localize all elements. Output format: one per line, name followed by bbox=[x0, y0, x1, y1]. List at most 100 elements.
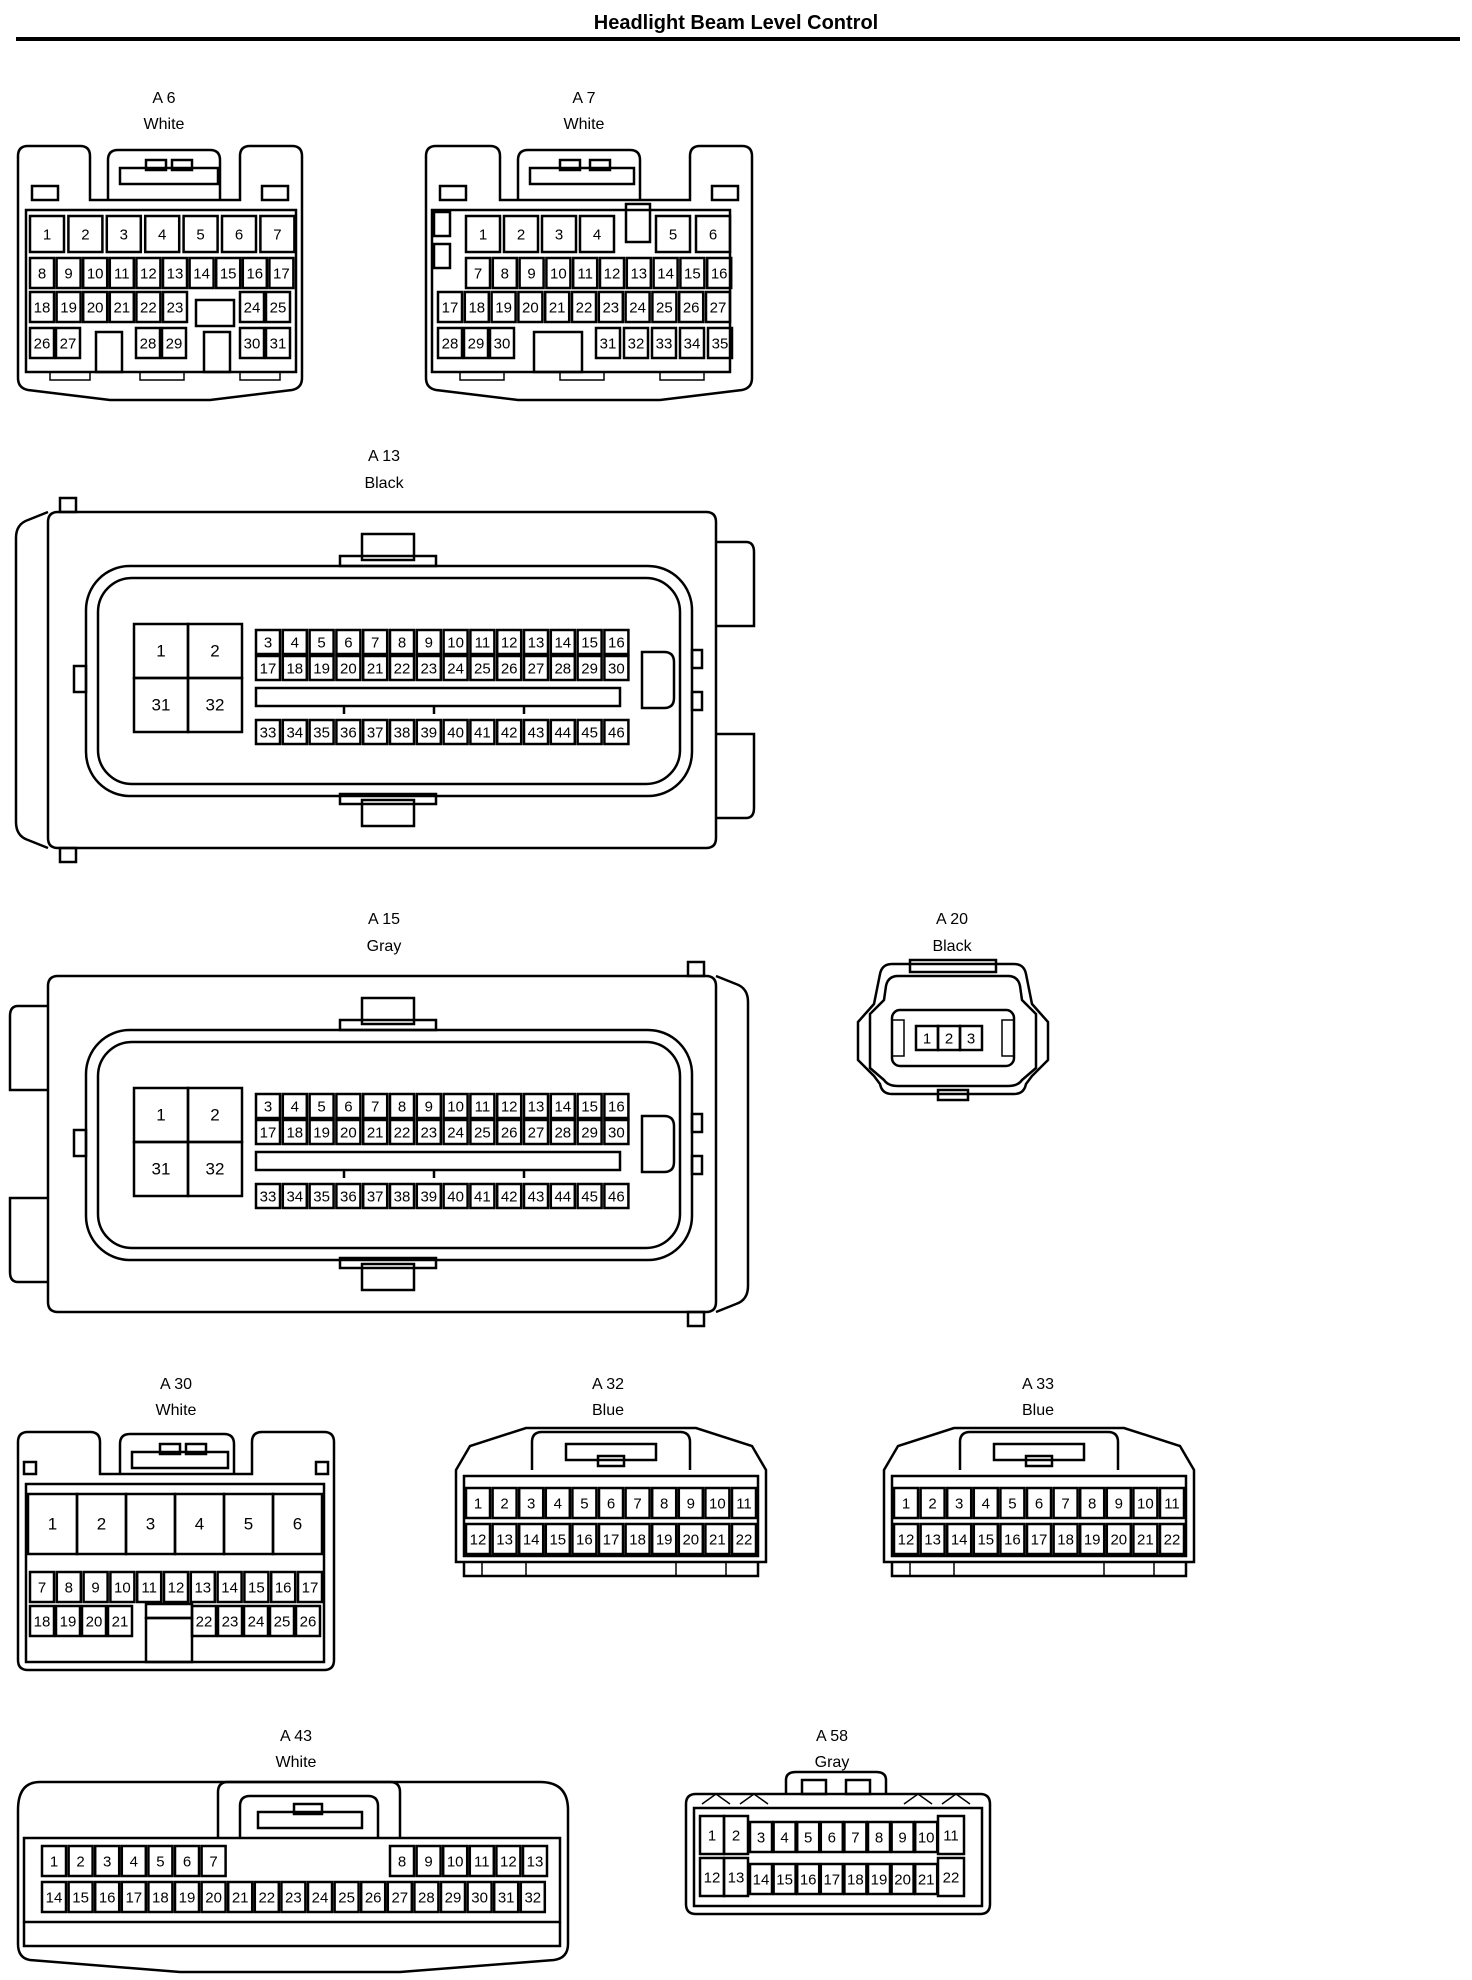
a15-pin-10: 10 bbox=[447, 1099, 464, 1116]
a30-pin-3: 3 bbox=[146, 1515, 155, 1534]
a7-pin-7: 7 bbox=[474, 266, 482, 283]
a15-pin-19: 19 bbox=[313, 1125, 330, 1142]
a43-pin-30: 30 bbox=[471, 1890, 488, 1907]
a6-pin-11: 11 bbox=[114, 266, 130, 283]
a6-pin-27: 27 bbox=[60, 336, 77, 353]
a6-pin-7: 7 bbox=[273, 227, 281, 244]
a6-pin-box bbox=[238, 290, 266, 324]
a43-pin-box bbox=[200, 1880, 227, 1914]
a13-pin-box bbox=[388, 628, 416, 656]
a30-pin-5: 5 bbox=[244, 1515, 253, 1534]
a15-pin-box bbox=[522, 1092, 550, 1120]
a58-pin-11: 11 bbox=[943, 1828, 959, 1845]
a13-pin-5: 5 bbox=[317, 635, 325, 652]
a7-pin-box bbox=[488, 326, 516, 360]
a15-pin-box bbox=[388, 1118, 416, 1146]
a7-pin-box bbox=[677, 290, 705, 324]
a30-pin-box bbox=[54, 1604, 82, 1638]
a30-pin-1: 1 bbox=[48, 1515, 57, 1534]
a13-latch-right bbox=[716, 540, 756, 820]
a43-pin-box bbox=[413, 1880, 440, 1914]
a15-pin-29: 29 bbox=[581, 1125, 598, 1142]
a13-pin-26: 26 bbox=[501, 661, 518, 678]
a43-pin-18: 18 bbox=[152, 1890, 169, 1907]
a43-pin-box bbox=[40, 1844, 68, 1878]
title-rule bbox=[16, 37, 1460, 41]
a32-pin-21: 21 bbox=[709, 1532, 726, 1549]
a43-pin-box bbox=[67, 1880, 94, 1914]
a15-pin-46: 46 bbox=[608, 1189, 625, 1206]
connector-a13-housing bbox=[14, 496, 756, 864]
a15-pin-31: 31 bbox=[152, 1160, 171, 1179]
a30-pin-box bbox=[271, 1492, 324, 1556]
a33-pin-9: 9 bbox=[1115, 1496, 1123, 1513]
a30-pin-4: 4 bbox=[195, 1515, 204, 1534]
a15-pin-box bbox=[576, 1182, 603, 1210]
a43-pin-24: 24 bbox=[312, 1890, 329, 1907]
a7-pin-11: 11 bbox=[577, 266, 593, 283]
a43-pin-2: 2 bbox=[76, 1854, 84, 1871]
a6-pin-2: 2 bbox=[81, 227, 89, 244]
a6-pin-22: 22 bbox=[140, 300, 157, 317]
a33-pin-box bbox=[1158, 1522, 1186, 1556]
a7-pin-box bbox=[490, 290, 517, 324]
a7-pin-box bbox=[463, 290, 491, 324]
a33-pin-box bbox=[972, 1486, 1000, 1520]
a15-pin-box bbox=[522, 1118, 550, 1146]
a43-pin-box bbox=[280, 1880, 307, 1914]
a58-pin-21: 21 bbox=[918, 1872, 935, 1889]
a33-pin-19: 19 bbox=[1084, 1532, 1101, 1549]
a7-pin-3: 3 bbox=[555, 227, 563, 244]
a13-pin-box bbox=[308, 718, 335, 746]
a30-pin-2: 2 bbox=[97, 1515, 106, 1534]
a32-pin-13: 13 bbox=[496, 1532, 513, 1549]
a6-pin-4: 4 bbox=[158, 227, 166, 244]
a30-pin-19: 19 bbox=[60, 1614, 77, 1631]
a32-pin-box bbox=[517, 1486, 545, 1520]
a13-pin-20: 20 bbox=[340, 661, 357, 678]
a15-pin-21: 21 bbox=[367, 1125, 384, 1142]
a43-pin-box bbox=[253, 1880, 281, 1914]
a15-pin-26: 26 bbox=[501, 1125, 518, 1142]
a15-pin-box bbox=[522, 1182, 550, 1210]
a7-pin-4: 4 bbox=[593, 227, 601, 244]
a13-pin-box bbox=[469, 628, 496, 656]
a13-pin-32: 32 bbox=[206, 696, 225, 715]
a7-pin-25: 25 bbox=[656, 300, 673, 317]
a7-pin-13: 13 bbox=[630, 266, 647, 283]
a33-pin-box bbox=[945, 1486, 973, 1520]
a6-pin-23: 23 bbox=[167, 300, 184, 317]
a58-pin-12: 12 bbox=[704, 1870, 721, 1887]
a7-pin-box bbox=[652, 256, 679, 290]
a13-pin-box bbox=[522, 628, 550, 656]
a13-pin-box bbox=[442, 654, 469, 682]
a7-pin-2: 2 bbox=[517, 227, 525, 244]
a7-pin-1: 1 bbox=[479, 227, 487, 244]
a15-pin-27: 27 bbox=[528, 1125, 545, 1142]
page-title: Headlight Beam Level Control bbox=[593, 12, 879, 34]
connector-a7-color: White bbox=[564, 116, 605, 133]
a7-pin-15: 15 bbox=[684, 266, 701, 283]
a7-pin-6: 6 bbox=[709, 227, 717, 244]
a30-pin-23: 23 bbox=[222, 1614, 239, 1631]
a13-pin-25: 25 bbox=[474, 661, 491, 678]
connector-a32-housing bbox=[454, 1426, 768, 1578]
a7-pin-box bbox=[578, 214, 616, 254]
a43-pin-box bbox=[147, 1880, 174, 1914]
a6-pin-6: 6 bbox=[235, 227, 243, 244]
a43-pin-10: 10 bbox=[447, 1854, 464, 1871]
a32-pin-box bbox=[491, 1522, 518, 1556]
connector-a6-housing bbox=[16, 144, 304, 402]
a15-pin-box bbox=[415, 1092, 443, 1120]
a15-pin-8: 8 bbox=[398, 1099, 406, 1116]
a15-pin-1: 1 bbox=[156, 1106, 165, 1125]
a32-pin-17: 17 bbox=[603, 1532, 620, 1549]
a6-pin-box bbox=[135, 290, 162, 324]
a33-pin-20: 20 bbox=[1110, 1532, 1127, 1549]
a43-pin-11: 11 bbox=[474, 1854, 490, 1871]
a58-pin-16: 16 bbox=[800, 1872, 817, 1889]
a15-pin-18: 18 bbox=[286, 1125, 303, 1142]
a58-pin-box bbox=[866, 1820, 892, 1854]
a30-pin-box bbox=[296, 1570, 324, 1604]
connector-a7-housing bbox=[424, 144, 754, 402]
